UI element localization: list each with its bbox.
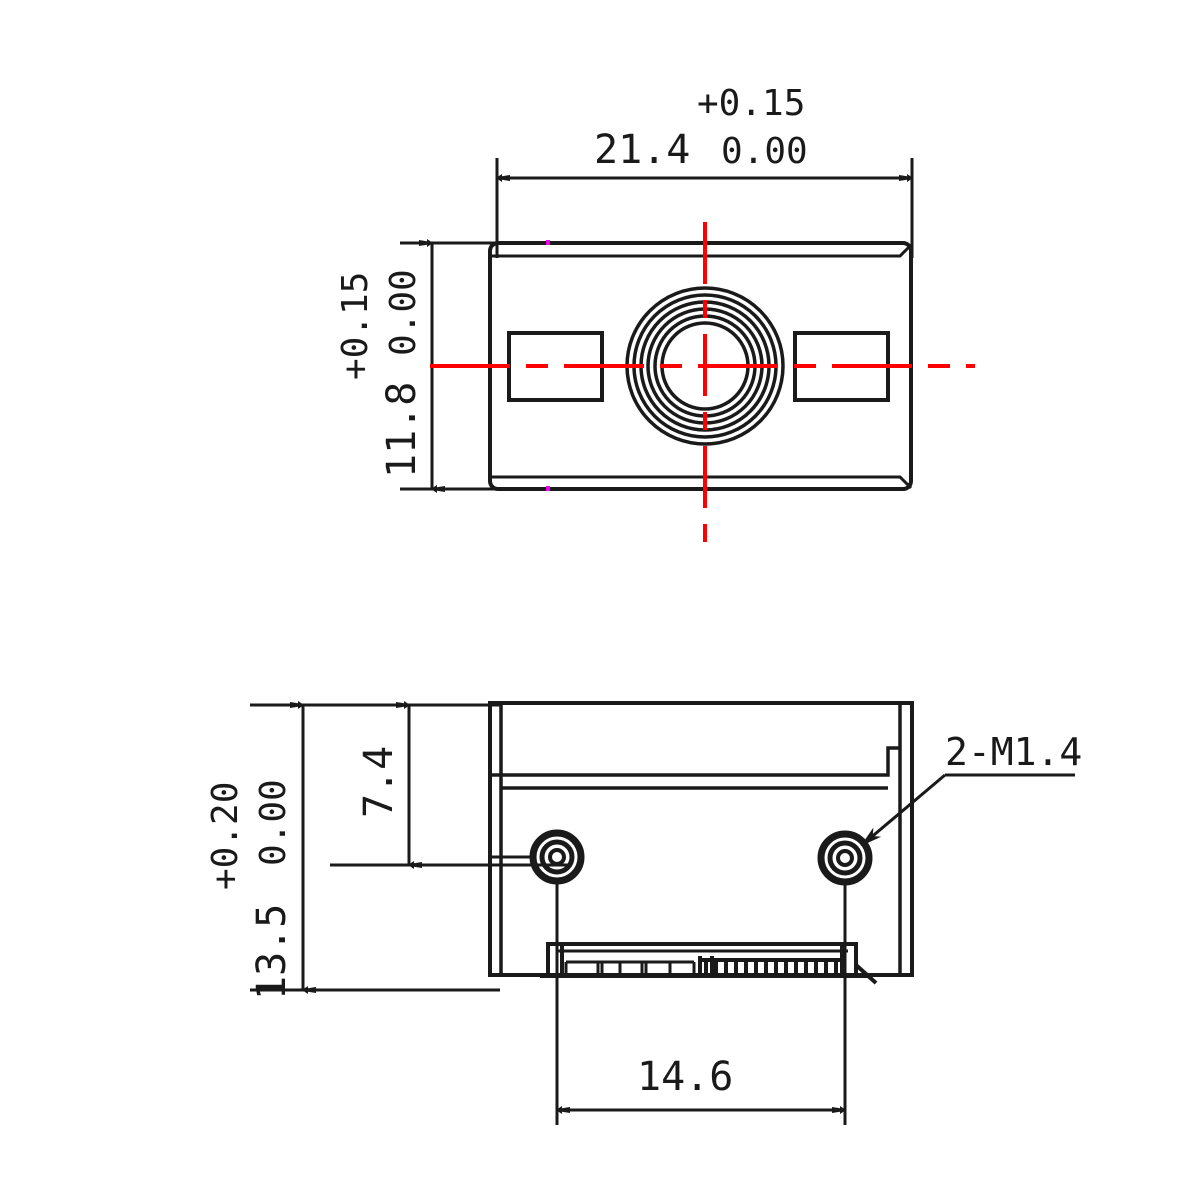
top-view-inner-edge-bottom [490, 475, 913, 490]
side-view: 13.5 +0.20 0.00 7.4 [205, 701, 1082, 1125]
connector-pin-teeth [700, 958, 842, 976]
thread-callout-leader [860, 773, 946, 847]
thread-callout-label: 2-M1.4 [945, 730, 1082, 774]
top-view-centerlines [430, 222, 975, 545]
overall-height-tolerance-upper: +0.20 [205, 782, 246, 890]
connector-left-end [546, 942, 564, 978]
width-tolerance-lower: 0.00 [721, 131, 808, 172]
top-view: 21.4 +0.15 0.00 11.8 +0.15 0.00 [335, 83, 975, 545]
snap-node-bottom [546, 486, 550, 491]
left-screw-hole [529, 829, 585, 885]
screw-height-value: 7.4 [356, 746, 402, 818]
fpc-connector [540, 942, 878, 985]
housing-upper-step-top [501, 746, 900, 777]
overall-height-value: 13.5 [249, 904, 295, 1000]
thread-callout: 2-M1.4 [860, 730, 1082, 847]
connector-key-notch [698, 956, 714, 978]
side-view-housing-outline [488, 701, 914, 977]
width-dimension-value: 21.4 [594, 127, 690, 173]
connector-left-pads [564, 960, 696, 974]
width-tolerance-upper: +0.15 [697, 83, 805, 124]
screw-pitch-value: 14.6 [637, 1054, 733, 1100]
overall-height-tolerance-lower: 0.00 [253, 779, 294, 866]
connector-right-tab [854, 963, 878, 985]
height-dimension-value: 11.8 [379, 382, 425, 478]
height-tolerance-lower: 0.00 [383, 269, 424, 356]
snap-node-top [546, 240, 550, 245]
top-view-inner-edge-top [490, 243, 913, 258]
right-screw-hole [817, 830, 873, 886]
height-tolerance-upper: +0.15 [335, 272, 376, 380]
